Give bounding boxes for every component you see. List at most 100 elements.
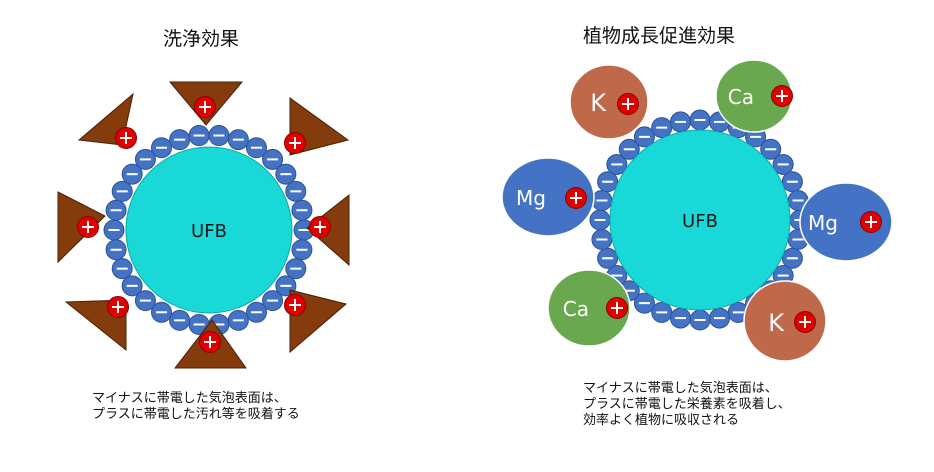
ufb-bubble bbox=[125, 146, 293, 314]
nutrient-label: Mg bbox=[808, 211, 838, 235]
negative-bubble bbox=[651, 301, 673, 323]
negative-bubble bbox=[709, 307, 731, 329]
negative-bubble bbox=[151, 301, 172, 323]
negative-bubble bbox=[188, 125, 210, 147]
plant-growth-caption-line-1: マイナスに帯電した気泡表面は、 bbox=[583, 381, 778, 396]
dirt-particle bbox=[77, 92, 137, 149]
plant-growth-caption-line-2: プラスに帯電した栄養素を吸着し、 bbox=[583, 397, 791, 412]
positive-charge bbox=[199, 331, 221, 353]
negative-bubble bbox=[227, 129, 249, 151]
nutrient-k: K bbox=[743, 280, 827, 362]
positive-charge bbox=[860, 211, 882, 233]
nutrient-circle bbox=[547, 269, 631, 347]
negative-bubble bbox=[669, 111, 691, 133]
negative-bubble bbox=[285, 180, 307, 202]
nutrient-label: Mg bbox=[516, 186, 546, 210]
dirt-particle bbox=[64, 296, 129, 352]
positive-charge bbox=[284, 132, 306, 154]
negative-bubble bbox=[597, 247, 619, 269]
positive-charge bbox=[565, 187, 587, 209]
cleaning-caption: マイナスに帯電した気泡表面は、 プラスに帯電した汚れ等を吸着する bbox=[92, 391, 300, 423]
negative-bubble bbox=[589, 209, 611, 231]
negative-bubble bbox=[208, 125, 230, 147]
dirt-particle bbox=[173, 319, 247, 369]
dirt-particle bbox=[284, 289, 348, 354]
negative-bubble bbox=[689, 109, 711, 131]
dirt-particle bbox=[57, 191, 106, 264]
nutrient-circle bbox=[799, 182, 893, 262]
negative-bubble bbox=[618, 138, 640, 160]
nutrient-mg: Mg bbox=[799, 182, 893, 262]
negative-bubble bbox=[169, 309, 191, 331]
positive-charge bbox=[309, 216, 331, 238]
negative-bubble bbox=[169, 129, 191, 151]
negative-bubble bbox=[597, 171, 619, 193]
plant-growth-caption-line-3: 効率よく植物に吸収される bbox=[583, 413, 740, 428]
negative-bubble bbox=[111, 180, 133, 202]
negative-bubble bbox=[246, 301, 267, 323]
negative-bubble bbox=[591, 229, 613, 251]
negative-bubble bbox=[111, 258, 133, 280]
negative-bubble bbox=[105, 239, 127, 261]
positive-charge bbox=[771, 85, 793, 107]
nutrient-label: Ca bbox=[728, 85, 754, 109]
negative-bubble bbox=[591, 189, 613, 211]
nutrient-circle bbox=[501, 157, 595, 237]
positive-charge bbox=[284, 294, 306, 316]
negative-bubble bbox=[121, 163, 143, 185]
nutrient-label: Ca bbox=[563, 297, 589, 321]
negative-bubble bbox=[134, 148, 156, 170]
negative-bubble bbox=[227, 309, 249, 331]
negative-bubble bbox=[651, 117, 673, 139]
nutrient-circle bbox=[743, 280, 827, 362]
nutrient-label: K bbox=[768, 309, 785, 337]
cleaning-diagram: UFB bbox=[57, 81, 350, 369]
plant-growth-title: 植物成長促進効果 bbox=[583, 25, 736, 47]
negative-bubble bbox=[134, 290, 156, 312]
dirt-particle bbox=[306, 193, 350, 267]
nutrient-label: K bbox=[590, 89, 607, 117]
positive-charge bbox=[606, 297, 628, 319]
ufb-label: UFB bbox=[682, 211, 718, 232]
positive-charge bbox=[115, 127, 137, 149]
negative-bubble bbox=[291, 199, 313, 221]
negative-bubble bbox=[291, 239, 313, 261]
negative-bubble bbox=[760, 138, 782, 160]
nutrient-k: K bbox=[569, 64, 649, 140]
negative-bubble bbox=[262, 290, 284, 312]
negative-bubble bbox=[105, 199, 127, 221]
negative-bubble bbox=[121, 275, 143, 297]
positive-charge bbox=[107, 296, 129, 318]
negative-bubble bbox=[669, 307, 691, 329]
negative-bubble bbox=[275, 163, 297, 185]
positive-charge bbox=[794, 311, 816, 333]
cleaning-title: 洗浄効果 bbox=[163, 28, 240, 50]
ufb-label: UFB bbox=[191, 221, 227, 242]
plant-growth-caption: マイナスに帯電した気泡表面は、 プラスに帯電した栄養素を吸着し、 効率よく植物に… bbox=[583, 381, 791, 429]
positive-charge bbox=[77, 216, 99, 238]
cleaning-caption-line-1: マイナスに帯電した気泡表面は、 bbox=[92, 391, 287, 406]
nutrient-circle bbox=[569, 64, 649, 140]
negative-bubble bbox=[606, 153, 628, 175]
dirt-particle bbox=[168, 81, 244, 126]
nutrient-ca: Ca bbox=[715, 59, 793, 133]
negative-bubble bbox=[772, 153, 794, 175]
cleaning-caption-line-2: プラスに帯電した汚れ等を吸着する bbox=[92, 407, 300, 422]
negative-bubble bbox=[103, 219, 125, 241]
dirt-particle bbox=[284, 97, 350, 156]
negative-bubble bbox=[285, 258, 307, 280]
positive-charge bbox=[617, 93, 639, 115]
negative-bubble bbox=[689, 309, 711, 331]
positive-charge bbox=[194, 96, 216, 118]
negative-bubble bbox=[633, 292, 655, 314]
nutrient-ca: Ca bbox=[547, 269, 631, 347]
negative-bubble bbox=[781, 247, 803, 269]
nutrient-mg: Mg bbox=[501, 157, 595, 237]
negative-bubble bbox=[262, 148, 284, 170]
negative-bubble bbox=[781, 171, 803, 193]
negative-bubble bbox=[246, 137, 267, 159]
negative-bubble bbox=[151, 137, 172, 159]
